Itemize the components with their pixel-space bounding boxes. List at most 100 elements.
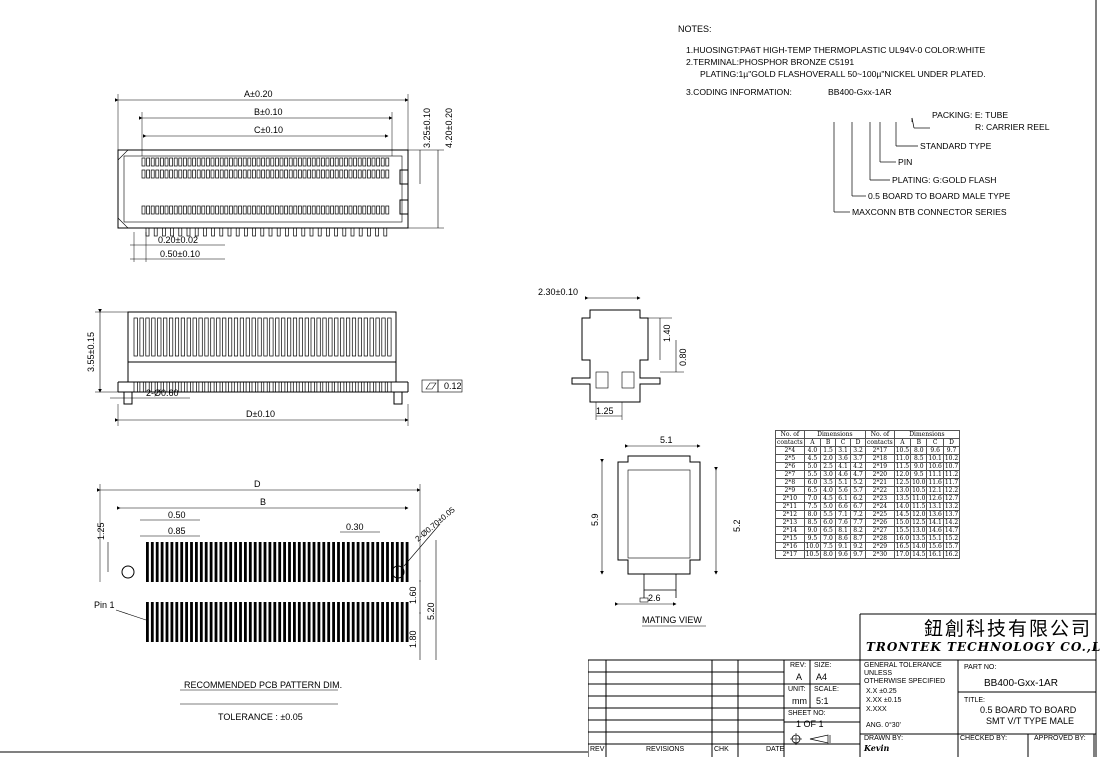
table-col-header: A <box>803 438 822 447</box>
table-cell: 13.5 <box>910 534 928 543</box>
pin <box>252 205 256 215</box>
pin <box>344 169 348 179</box>
table-cell: 14.5 <box>910 550 928 559</box>
pin <box>325 169 330 179</box>
pin <box>293 205 298 215</box>
pin <box>229 205 233 215</box>
table-cell: 12.2 <box>942 486 961 495</box>
pcb-pad <box>371 542 375 582</box>
checked-label: CHECKED BY: <box>960 735 1008 742</box>
table-cell: 4.6 <box>835 470 852 479</box>
coding-leaders <box>833 117 930 213</box>
pin <box>302 169 307 179</box>
pcb-pad <box>351 542 355 582</box>
contact-foot <box>269 381 274 393</box>
coding-standard: STANDARD TYPE <box>920 141 992 151</box>
pin <box>233 169 238 179</box>
pin <box>192 169 196 179</box>
contact-foot <box>346 381 351 393</box>
pin <box>224 205 229 215</box>
pcb-pad <box>253 542 257 582</box>
pin-tail <box>219 227 224 237</box>
pin-tail <box>383 227 388 237</box>
table-cell: 2*14 <box>775 526 805 535</box>
pin-tail <box>268 227 273 237</box>
pcb-pad <box>155 602 159 642</box>
table-cell: 2*23 <box>865 494 895 503</box>
pcb-pad <box>400 542 404 582</box>
contact <box>216 317 221 357</box>
pin <box>229 157 233 167</box>
pin <box>344 205 348 215</box>
table-cell: 4.1 <box>835 462 852 471</box>
title-line-2: SMT V/T TYPE MALE <box>986 716 1075 726</box>
pin <box>155 157 160 167</box>
pcb-pad <box>180 602 184 642</box>
pin <box>224 157 229 167</box>
table-cell: 16.1 <box>926 550 944 559</box>
table-cell: 5.0 <box>803 462 822 471</box>
pin <box>201 205 206 215</box>
pcb-pad <box>185 542 188 582</box>
table-header-contacts2: contacts <box>865 438 895 447</box>
pin <box>367 157 371 167</box>
table-cell: 9.1 <box>835 542 852 551</box>
pcb-pad <box>244 602 247 642</box>
rev-value: A <box>796 672 803 682</box>
table-cell: 8.0 <box>820 550 837 559</box>
pin <box>307 169 311 179</box>
contact <box>174 317 180 357</box>
contact <box>157 317 162 357</box>
pin-tail <box>186 227 191 237</box>
contact-foot <box>186 381 191 393</box>
pin <box>187 169 192 179</box>
pcb-pad <box>302 542 306 582</box>
notes-heading: NOTES: <box>678 24 712 34</box>
table-cell: 3.2 <box>850 446 867 455</box>
table-cell: 10.6 <box>926 462 944 471</box>
pin-tail <box>227 227 232 237</box>
table-cell: 2*25 <box>865 510 895 519</box>
table-cell: 2*30 <box>865 550 895 559</box>
table-col-header: B <box>910 438 928 447</box>
dim-pitch: 0.50±0.10 <box>160 249 200 259</box>
pcb-pad <box>288 602 291 642</box>
table-header-contacts: No. of <box>865 430 895 439</box>
pin <box>141 169 146 179</box>
pcb-pad <box>391 602 394 642</box>
pin <box>252 157 256 167</box>
pin1-label: Pin 1 <box>94 600 115 610</box>
pcb-pad <box>395 602 399 642</box>
pin <box>279 205 284 215</box>
table-header-contacts: No. of <box>775 430 805 439</box>
contact <box>186 317 191 357</box>
chk-column: CHK <box>714 746 729 753</box>
table-cell: 12.1 <box>926 486 944 495</box>
table-col-header: C <box>926 438 944 447</box>
pin <box>150 157 155 167</box>
pin <box>206 205 210 215</box>
table-cell: 10.7 <box>942 462 961 471</box>
pcb-pad <box>219 542 223 582</box>
tolerance-6: X.XXX <box>866 706 887 713</box>
pin <box>187 157 192 167</box>
table-cell: 10.5 <box>893 446 912 455</box>
pcb-pad <box>386 602 389 642</box>
pcb-pad <box>342 542 345 582</box>
pcb-h2: 1.60 <box>408 586 418 604</box>
pin <box>316 205 321 215</box>
pcb-pad <box>400 602 404 642</box>
contact-foot <box>281 381 286 393</box>
pcb-pad <box>165 602 169 642</box>
pin <box>210 205 215 215</box>
unit-value: mm <box>792 696 807 706</box>
table-cell: 2*4 <box>775 446 805 455</box>
pcb-pad <box>195 542 198 582</box>
pcb-pad <box>386 542 389 582</box>
contact <box>257 317 262 357</box>
pcb-pad <box>268 602 272 642</box>
pin <box>325 205 330 215</box>
